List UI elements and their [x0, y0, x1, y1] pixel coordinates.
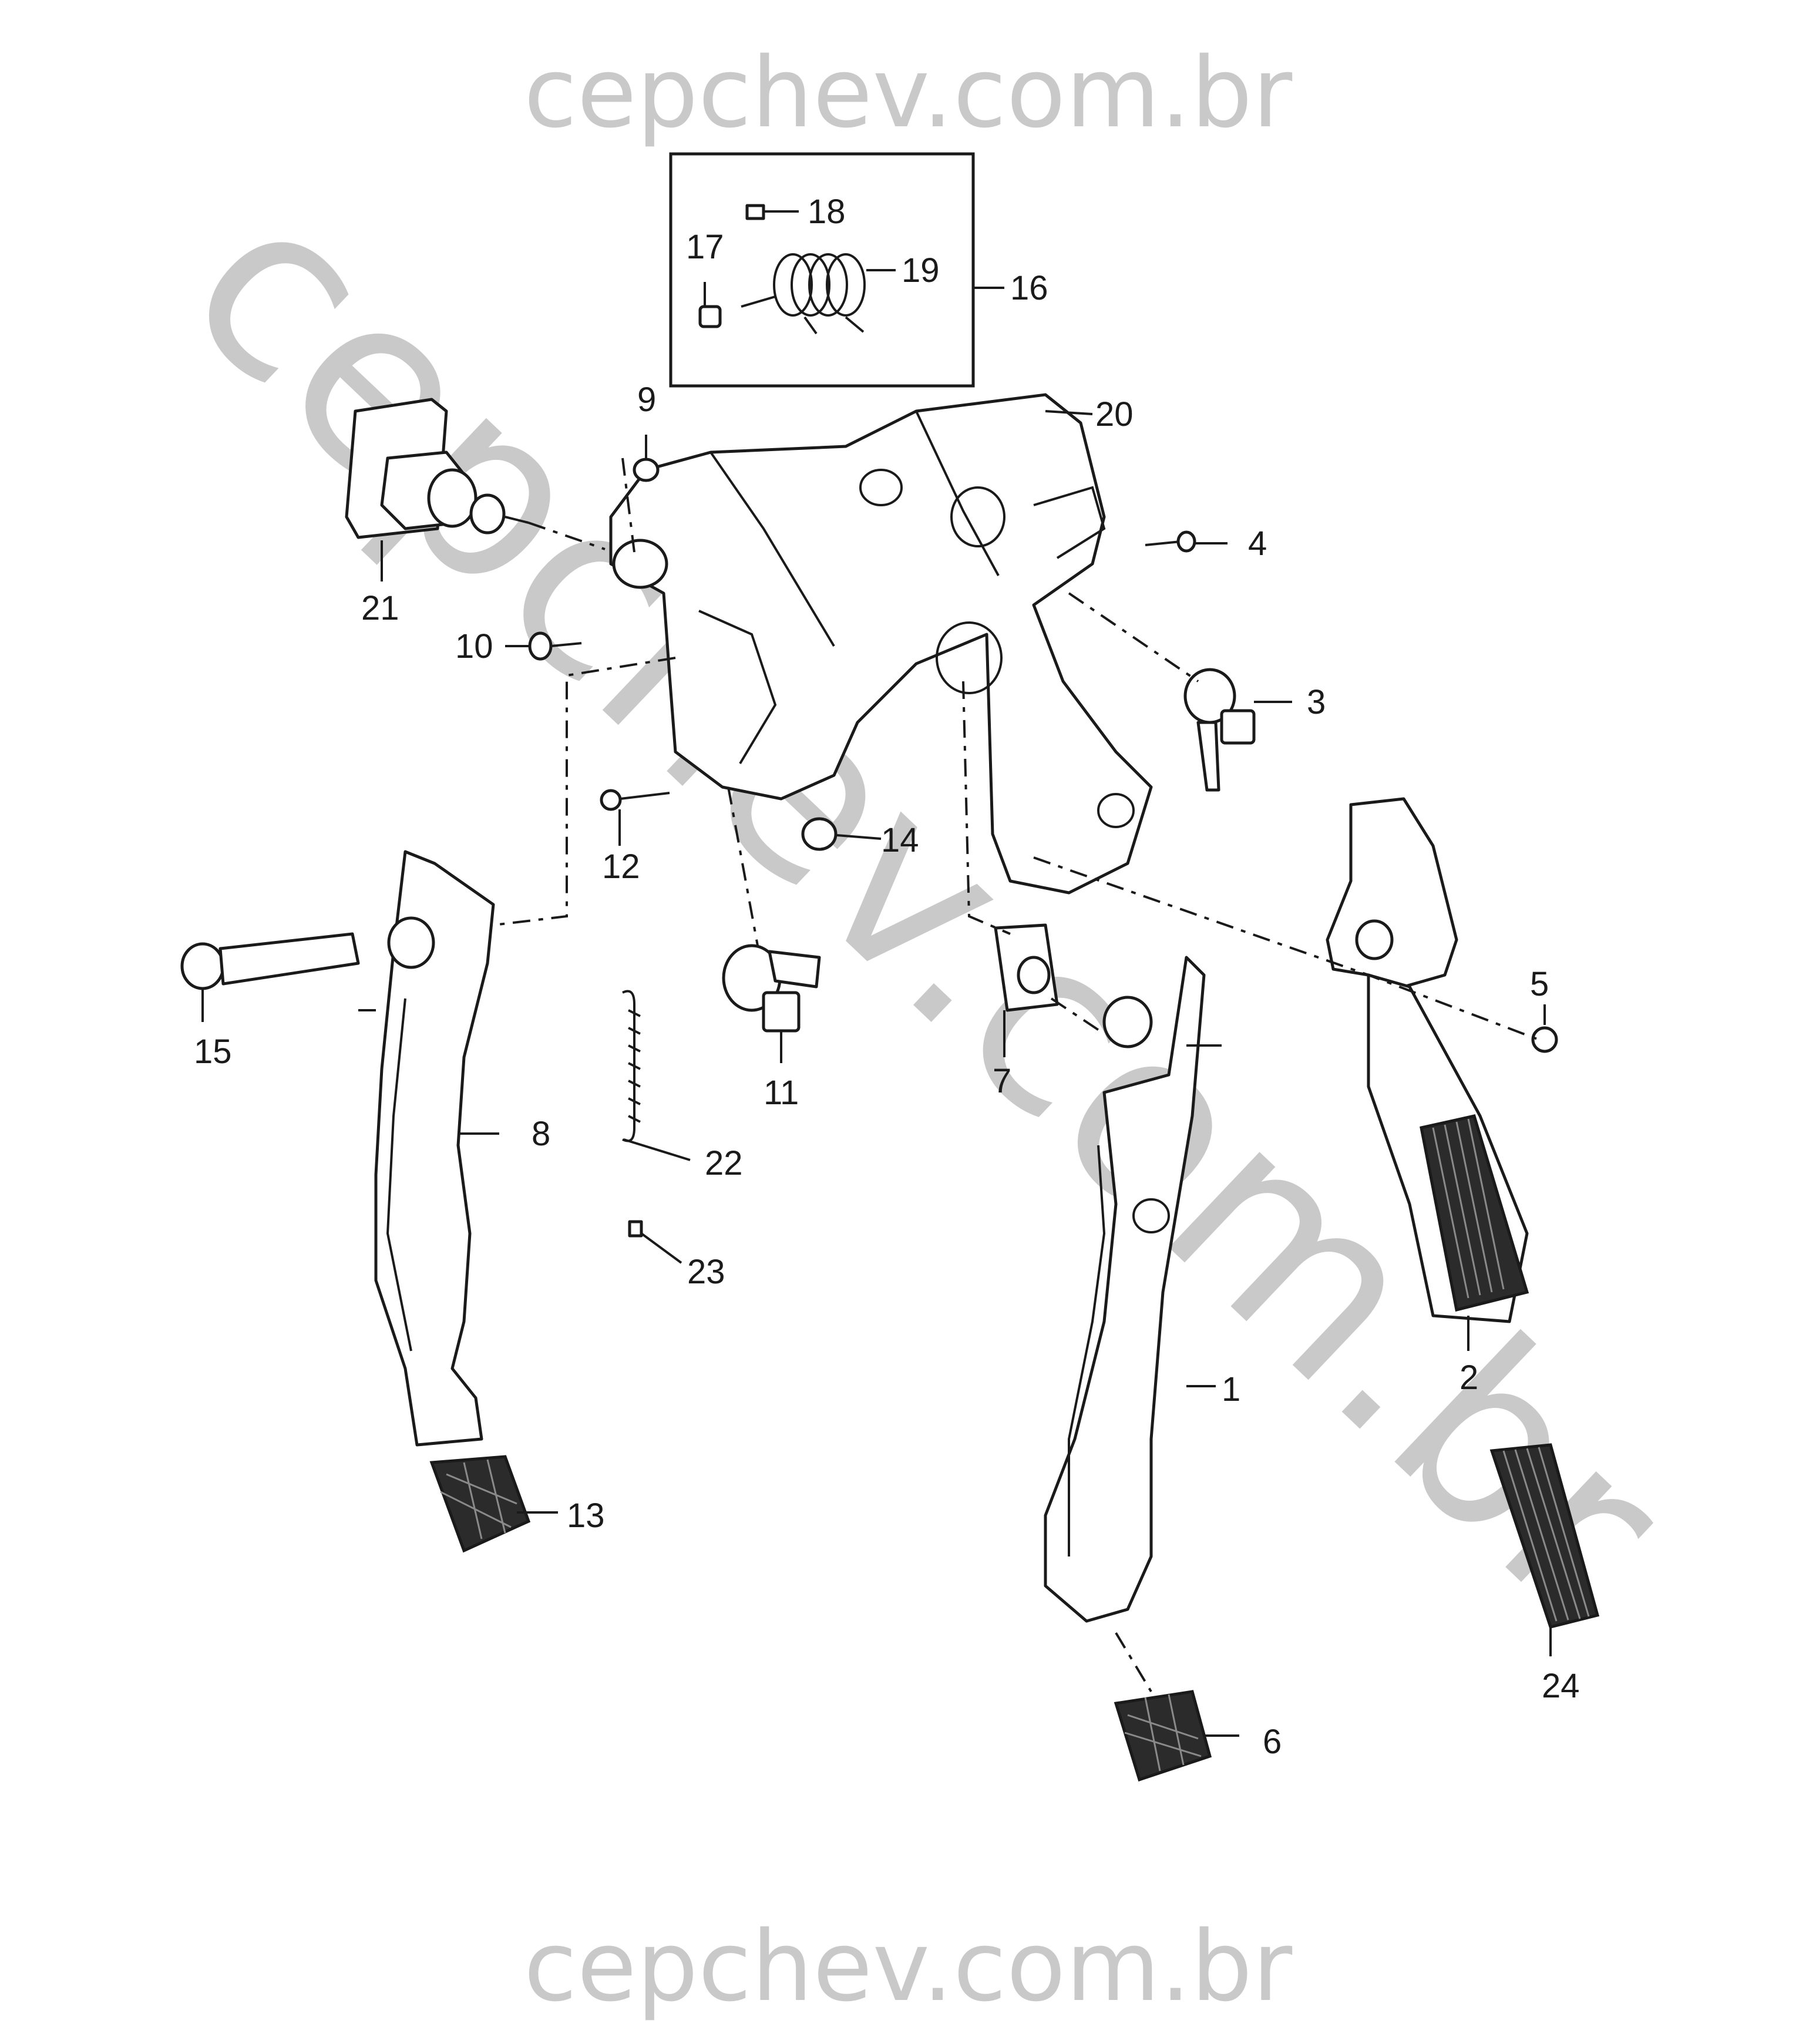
callout-8: 8	[532, 1115, 550, 1153]
pivot-bolt	[180, 932, 360, 990]
brake-pedal-pad	[1114, 1690, 1212, 1782]
pedal-bracket	[609, 393, 1153, 895]
callout-14: 14	[881, 821, 919, 859]
brake-pedal-arm	[1044, 956, 1222, 1623]
callout-13: 13	[567, 1497, 605, 1535]
clutch-switch-sensor	[1183, 668, 1256, 792]
pedal-bushing-7	[994, 923, 1059, 1012]
callout-22: 22	[705, 1144, 743, 1182]
pedal-position-sensor-11	[722, 944, 821, 1033]
watermark-diagonal: cepchev.com.br	[137, 143, 1717, 1663]
bolt-12	[600, 789, 670, 811]
bumper-14	[801, 817, 838, 851]
bolt-5	[1531, 1026, 1558, 1053]
callout-9: 9	[637, 381, 656, 419]
leader-lines	[201, 210, 1552, 1737]
callout-24: 24	[1542, 1667, 1580, 1705]
callout-5: 5	[1530, 965, 1549, 1003]
callout-labels: 18 17 19 16 20 9 21 4 10 3 12 14 5 15 11…	[194, 193, 1580, 1761]
clip-23	[628, 1220, 643, 1238]
spring-kit-inset	[669, 152, 975, 388]
assembly-lines	[493, 458, 1539, 1693]
callout-17: 17	[686, 228, 724, 266]
callout-15: 15	[194, 1033, 232, 1071]
bolt-4	[1145, 530, 1196, 553]
return-spring	[622, 990, 641, 1142]
callout-1: 1	[1222, 1370, 1240, 1408]
callout-21: 21	[361, 589, 399, 627]
callout-7: 7	[993, 1062, 1011, 1100]
clutch-master-cylinder	[345, 398, 529, 539]
callout-10: 10	[455, 627, 493, 665]
washer-10	[528, 631, 582, 661]
callout-2: 2	[1459, 1359, 1478, 1397]
callout-20: 20	[1095, 395, 1134, 433]
clutch-pedal-arm	[358, 850, 495, 1447]
callout-11: 11	[764, 1074, 799, 1112]
callout-23: 23	[687, 1253, 725, 1291]
callout-19: 19	[902, 251, 940, 290]
callout-4: 4	[1248, 525, 1267, 563]
watermark-bottom: cepchev.com.br	[524, 1910, 1293, 2023]
clutch-pedal-pad	[429, 1455, 531, 1553]
accelerator-pedal	[1326, 797, 1529, 1323]
accelerator-pad	[1489, 1443, 1600, 1629]
callout-16: 16	[1010, 269, 1048, 307]
callout-6: 6	[1263, 1723, 1282, 1761]
nut-9	[633, 458, 660, 482]
watermark-top: cepchev.com.br	[524, 36, 1293, 149]
callout-3: 3	[1307, 683, 1326, 721]
callout-12: 12	[602, 848, 640, 886]
callout-18: 18	[808, 193, 846, 231]
